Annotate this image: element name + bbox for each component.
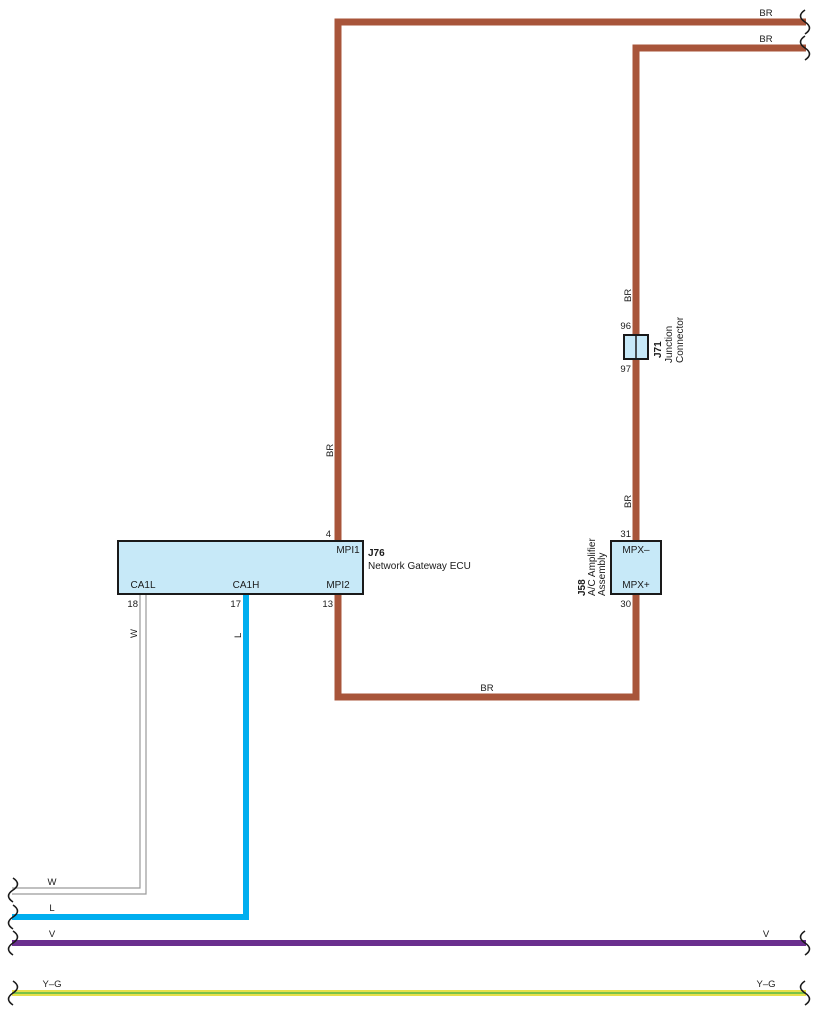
l-wire <box>12 594 249 920</box>
br-wire-group <box>334 18 806 701</box>
j76-pin-ca1h-number: 17 <box>230 599 241 610</box>
wire-label-yg-right: Y–G <box>756 979 775 990</box>
j58-name-line2: Assembly <box>597 553 608 596</box>
j71-pin-bottom: 97 <box>620 364 631 375</box>
w-wire-outer <box>12 594 147 895</box>
j76-name: Network Gateway ECU <box>368 561 471 572</box>
br-wire-bottom-loop <box>334 594 640 701</box>
j76-pin-ca1l-label: CA1L <box>130 580 155 591</box>
wire-label-br-top-2: BR <box>759 34 772 45</box>
wire-breaks-right <box>799 9 811 1006</box>
j76-code: J76 <box>368 548 385 559</box>
j58-name-line1: A/C Amplifier <box>587 538 598 596</box>
wire-label-br-j71-lower: BR <box>623 495 634 508</box>
j76-pin-mpi1-number: 4 <box>326 529 331 540</box>
wire-label-br-j76-upper: BR <box>325 444 336 457</box>
j71-name-line2: Connector <box>675 316 686 363</box>
wire-label-v-left: V <box>49 929 56 940</box>
wire-label-v-right: V <box>763 929 770 940</box>
j58-pin-mpx-minus-label: MPX– <box>622 545 650 556</box>
j76-pin-mpi1-label: MPI1 <box>336 545 360 556</box>
j58-connector-box <box>610 540 662 595</box>
wire-label-w-horizontal: W <box>48 877 57 888</box>
wire-label-br-top-1: BR <box>759 8 772 19</box>
wire-label-br-j71-upper: BR <box>623 289 634 302</box>
br-wire-j71-top <box>632 44 806 335</box>
br-wire-j76-top <box>334 18 806 541</box>
wire-breaks-left <box>7 877 19 1006</box>
j58-pin-mpx-plus-number: 30 <box>620 599 631 610</box>
j71-name-line1: Junction <box>664 326 675 363</box>
j71-pin-top: 96 <box>620 321 631 332</box>
wire-label-l-horizontal: L <box>49 903 54 914</box>
j71-code: J71 <box>653 341 664 358</box>
wire-label-yg-left: Y–G <box>42 979 61 990</box>
j76-pin-mpi2-label: MPI2 <box>326 580 350 591</box>
j76-pin-ca1h-label: CA1H <box>233 580 260 591</box>
j58-pin-mpx-minus-number: 31 <box>620 529 631 540</box>
wire-label-w-vertical: W <box>129 629 140 638</box>
j58-code: J58 <box>577 579 588 596</box>
wire-label-l-vertical: L <box>233 633 244 638</box>
w-wire-group <box>12 594 147 895</box>
j76-pin-mpi2-number: 13 <box>322 599 333 610</box>
j58-pin-mpx-plus-label: MPX+ <box>622 580 650 591</box>
j76-connector-box <box>117 540 364 595</box>
w-wire-inner <box>12 594 141 889</box>
j76-pin-ca1l-number: 18 <box>127 599 138 610</box>
wire-label-br-bottom-loop: BR <box>480 683 493 694</box>
